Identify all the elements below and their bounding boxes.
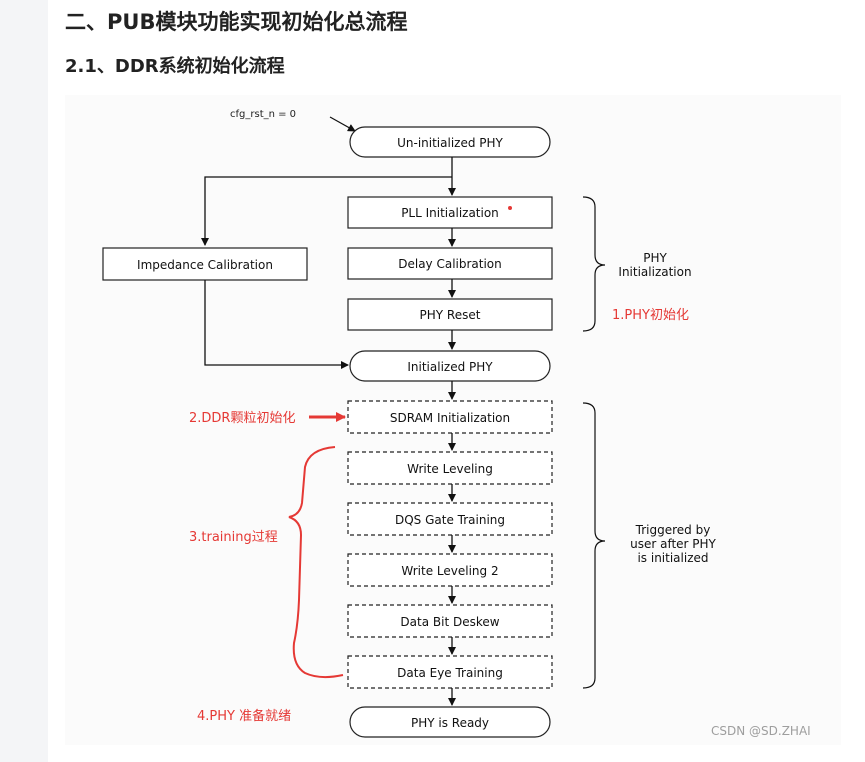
brace-triggered xyxy=(582,402,606,689)
brace-triggered-line2: user after PHY xyxy=(630,537,716,551)
annotation-ddr-init: 2.DDR颗粒初始化 xyxy=(189,411,295,426)
node-write-leveling: Write Leveling xyxy=(347,451,553,485)
cfg-rst-label: cfg_rst_n = 0 xyxy=(230,109,296,120)
brace-phy-init-line1: PHY xyxy=(643,251,667,265)
node-dqs-gate-training-label: DQS Gate Training xyxy=(395,513,505,527)
brace-phy-init-line2: Initialization xyxy=(618,265,691,279)
node-sdram-initialization: SDRAM Initialization xyxy=(347,400,553,434)
node-write-leveling-2: Write Leveling 2 xyxy=(347,553,553,587)
annotation-training-bracket xyxy=(288,446,344,679)
brace-triggered-line1: Triggered by xyxy=(635,523,711,537)
node-phy-is-ready-label: PHY is Ready xyxy=(411,716,489,730)
subsection-heading: 2.1、DDR系统初始化流程 xyxy=(65,56,285,77)
node-phy-reset-label: PHY Reset xyxy=(420,308,481,322)
brace-triggered-line3: is initialized xyxy=(637,551,708,565)
connector-impedance-return xyxy=(204,280,349,369)
annotation-phy-init: 1.PHY初始化 xyxy=(612,308,689,323)
node-data-eye-training-label: Data Eye Training xyxy=(397,666,503,680)
node-initialized-phy-label: Initialized PHY xyxy=(407,360,493,374)
section-heading: 二、PUB模块功能实现初始化总流程 xyxy=(65,10,408,34)
node-data-bit-deskew-label: Data Bit Deskew xyxy=(400,615,499,629)
node-impedance-calibration: Impedance Calibration xyxy=(102,247,308,281)
node-pll-initialization-label: PLL Initialization xyxy=(401,206,499,220)
node-pll-initialization: PLL Initialization xyxy=(347,196,553,229)
node-sdram-initialization-label: SDRAM Initialization xyxy=(390,411,510,425)
node-uninitialized-phy: Un-initialized PHY xyxy=(349,126,551,158)
node-impedance-calibration-label: Impedance Calibration xyxy=(137,258,273,272)
annotation-phy-ready: 4.PHY 准备就绪 xyxy=(197,708,291,724)
node-phy-reset: PHY Reset xyxy=(347,298,553,331)
node-delay-calibration-label: Delay Calibration xyxy=(398,257,502,271)
ddr-init-flowchart: cfg_rst_n = 0 Un-initialized PHY PLL Ini… xyxy=(102,109,811,738)
page-left-gutter xyxy=(0,0,48,762)
annotation-training: 3.training过程 xyxy=(189,530,278,545)
node-initialized-phy: Initialized PHY xyxy=(349,350,551,382)
node-phy-is-ready: PHY is Ready xyxy=(349,706,551,738)
node-write-leveling-2-label: Write Leveling 2 xyxy=(401,564,498,578)
node-uninitialized-phy-label: Un-initialized PHY xyxy=(397,136,503,150)
node-dqs-gate-training: DQS Gate Training xyxy=(347,502,553,536)
node-data-bit-deskew: Data Bit Deskew xyxy=(347,604,553,638)
node-data-eye-training: Data Eye Training xyxy=(347,655,553,689)
flow-diagram-figure: cfg_rst_n = 0 Un-initialized PHY PLL Ini… xyxy=(65,95,841,745)
node-write-leveling-label: Write Leveling xyxy=(407,462,493,476)
watermark: CSDN @SD.ZHAI xyxy=(711,724,811,738)
connector-impedance-branch xyxy=(201,176,452,246)
node-delay-calibration: Delay Calibration xyxy=(347,247,553,280)
cfg-rst-arrow xyxy=(329,116,356,132)
brace-phy-initialization xyxy=(582,196,606,332)
